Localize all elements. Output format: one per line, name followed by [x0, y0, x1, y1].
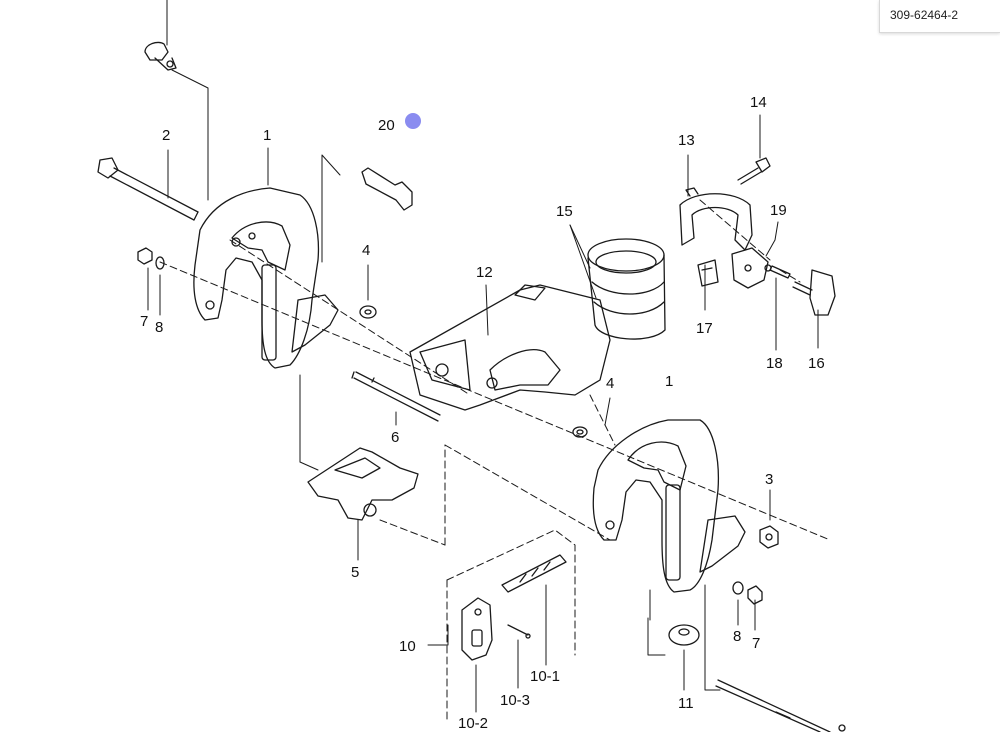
part-11-washer — [668, 624, 700, 646]
label-part-1-upper[interactable]: 1 — [263, 127, 271, 144]
part-3-nut — [759, 525, 779, 549]
part-14-screw — [737, 157, 771, 185]
part-1-clamp-bracket-upper — [193, 187, 339, 369]
label-part-8-left[interactable]: 8 — [155, 319, 163, 336]
diagram-reference-number: 309-62464-2 — [879, 0, 1000, 33]
label-part-13[interactable]: 13 — [678, 132, 695, 149]
leader-lines — [147, 0, 819, 713]
part-19-plate — [731, 247, 769, 289]
label-part-12[interactable]: 12 — [476, 264, 493, 281]
part-12-swivel-housing — [409, 284, 611, 411]
part-7-nut-left — [137, 247, 153, 265]
part-number-labels: 1 2 20 14 13 19 15 4 12 7 8 17 18 16 4 1… — [140, 94, 825, 732]
label-part-3[interactable]: 3 — [765, 471, 773, 488]
label-part-14[interactable]: 14 — [750, 94, 767, 111]
label-part-4-lower[interactable]: 4 — [606, 375, 614, 392]
part-15-rubber-mount — [587, 238, 666, 340]
label-part-10[interactable]: 10 — [399, 638, 416, 655]
part-1-clamp-bracket-lower — [592, 419, 746, 593]
label-part-19[interactable]: 19 — [770, 202, 787, 219]
dashed-axis-lines — [159, 199, 831, 721]
part-17-clip — [697, 259, 719, 287]
part-8-washer-lower — [732, 581, 744, 595]
part-plug-top — [144, 41, 177, 71]
label-part-18[interactable]: 18 — [766, 355, 783, 372]
label-part-7-lower[interactable]: 7 — [752, 635, 760, 652]
label-part-8-lower[interactable]: 8 — [733, 628, 741, 645]
part-16-wing-screw — [792, 269, 836, 316]
part-18-screw — [764, 264, 791, 279]
part-7-nut-lower — [747, 585, 763, 605]
label-part-11[interactable]: 11 — [678, 695, 694, 712]
label-part-4-upper[interactable]: 4 — [362, 242, 370, 259]
part-10-3-pin — [507, 624, 531, 639]
part-10-1-spring — [501, 554, 567, 593]
label-part-6[interactable]: 6 — [391, 429, 399, 446]
label-part-10-1[interactable]: 10-1 — [530, 668, 560, 685]
label-part-10-2[interactable]: 10-2 — [458, 715, 488, 732]
part-5-lever — [307, 447, 419, 521]
part-6-stud — [351, 371, 441, 422]
label-part-15[interactable]: 15 — [556, 203, 573, 220]
label-part-2[interactable]: 2 — [162, 127, 170, 144]
part-lower-rod — [715, 679, 846, 732]
part-4-washer-lower — [572, 426, 588, 438]
part-8-washer-left — [155, 256, 165, 270]
label-part-20[interactable]: 20 — [378, 117, 395, 134]
part-20-pin — [361, 167, 413, 211]
label-part-7-left[interactable]: 7 — [140, 313, 148, 330]
label-part-1-lower[interactable]: 1 — [665, 373, 673, 390]
label-part-5[interactable]: 5 — [351, 564, 359, 581]
part-10-2-latch — [461, 597, 493, 661]
highlight-marker — [405, 113, 421, 129]
part-2-long-bolt — [97, 157, 199, 221]
part-13-clamp-strap — [679, 187, 753, 251]
label-part-10-3[interactable]: 10-3 — [500, 692, 530, 709]
label-part-16[interactable]: 16 — [808, 355, 825, 372]
part-4-washer-upper — [359, 305, 377, 319]
label-part-17[interactable]: 17 — [696, 320, 713, 337]
